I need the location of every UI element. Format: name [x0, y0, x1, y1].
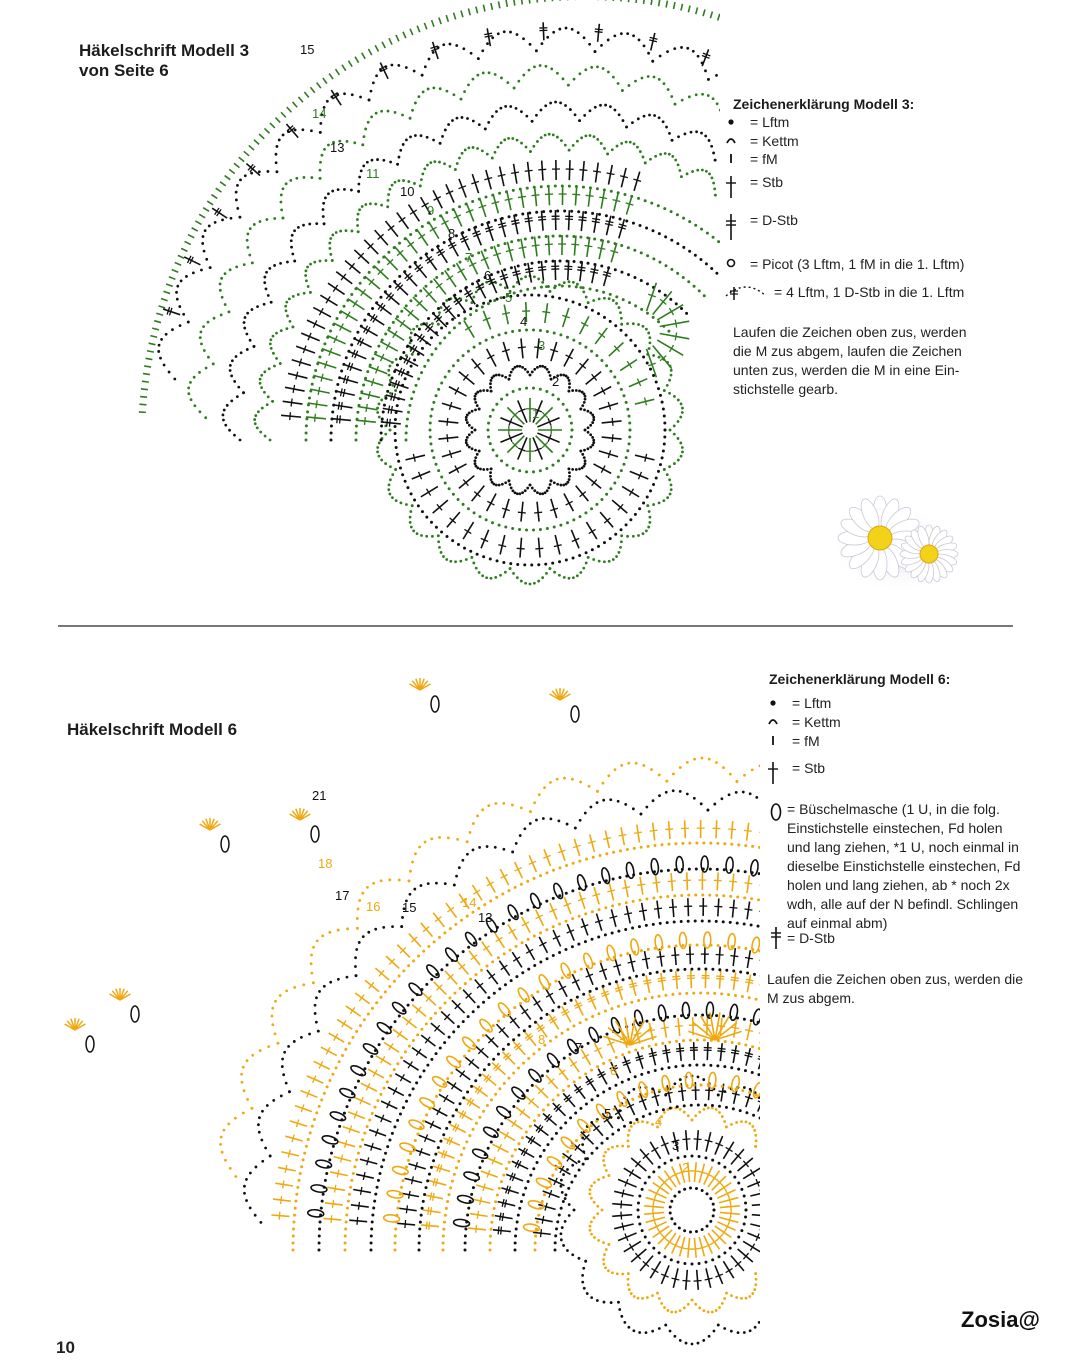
legend-label: = Picot (3 Lftm, 1 fM in die 1. Lftm) — [750, 256, 964, 272]
legend-item-arc: = Kettm — [766, 714, 841, 730]
note-modell-6: Laufen die Zeichen oben zus, werden die … — [767, 970, 1023, 1008]
legend-title-modell-6: Zeichenerklärung Modell 6: — [769, 671, 950, 687]
legend-label: = Lftm — [792, 695, 831, 711]
legend-item-loop: = 4 Lftm, 1 D-Stb in die 1. Lftm — [724, 284, 964, 300]
title-line-1: Häkelschrift Modell 3 — [79, 41, 249, 61]
section-divider — [58, 625, 1013, 627]
buschel-line: holen und lang ziehen, ab * noch 2x — [787, 876, 1057, 895]
daisy-flowers-image — [825, 478, 965, 598]
note-line: unten zus, werden die M in eine Ein- — [733, 361, 967, 380]
legend-label: = fM — [750, 151, 778, 167]
legend-label: = D-Stb — [750, 212, 798, 228]
note-line: Laufen die Zeichen oben zus, werden — [733, 323, 967, 342]
legend-label: = 4 Lftm, 1 D-Stb in die 1. Lftm — [774, 284, 964, 300]
legend-item-dot: = Lftm — [724, 114, 789, 130]
chart-title-modell-6: Häkelschrift Modell 6 — [67, 720, 237, 740]
note-line: die M zus abgem, laufen die Zeichen — [733, 342, 967, 361]
legend-item-stb: = Stb — [724, 174, 783, 190]
buschel-line: dieselbe Einstichstelle einstechen, Fd — [787, 857, 1057, 876]
legend-item-dstb: = D-Stb — [724, 212, 798, 228]
legend-label: = Kettm — [792, 714, 841, 730]
legend-label: = Stb — [750, 174, 783, 190]
legend-item-stb: = Stb — [766, 760, 825, 776]
buschel-line: und lang ziehen, *1 U, noch einmal in — [787, 838, 1057, 857]
legend-label: = Stb — [792, 760, 825, 776]
legend-item-picot: = Picot (3 Lftm, 1 fM in die 1. Lftm) — [724, 256, 964, 272]
page-number: 10 — [56, 1338, 75, 1358]
signature: Zosia@ — [961, 1307, 1040, 1333]
dstb-label: = D-Stb — [787, 929, 835, 948]
legend-item-arc: = Kettm — [724, 133, 799, 149]
legend-item-bar: = fM — [766, 733, 820, 749]
buschel-line: Einstichstelle einstechen, Fd holen — [787, 819, 1057, 838]
legend-item-dot: = Lftm — [766, 695, 831, 711]
dstb-symbol-icon — [769, 925, 783, 951]
legend-label: = fM — [792, 733, 820, 749]
chart-title-modell-3: Häkelschrift Modell 3 von Seite 6 — [79, 41, 249, 81]
note-line: stichstelle gearb. — [733, 380, 967, 399]
legend-label: = Lftm — [750, 114, 789, 130]
buschel-line: wdh, alle auf der N befindl. Schlingen — [787, 895, 1057, 914]
legend-title-modell-3: Zeichenerklärung Modell 3: — [733, 96, 914, 112]
title-line-2: von Seite 6 — [79, 61, 249, 81]
note-line: M zus abgem. — [767, 989, 1023, 1008]
note-modell-3: Laufen die Zeichen oben zus, werden die … — [733, 323, 967, 399]
legend-label: = Kettm — [750, 133, 799, 149]
buschel-line: = Büschelmasche (1 U, in die folg. — [787, 800, 1057, 819]
legend-item-bar: = fM — [724, 151, 778, 167]
buschel-symbol-icon — [769, 802, 783, 822]
note-line: Laufen die Zeichen oben zus, werden die — [767, 970, 1023, 989]
